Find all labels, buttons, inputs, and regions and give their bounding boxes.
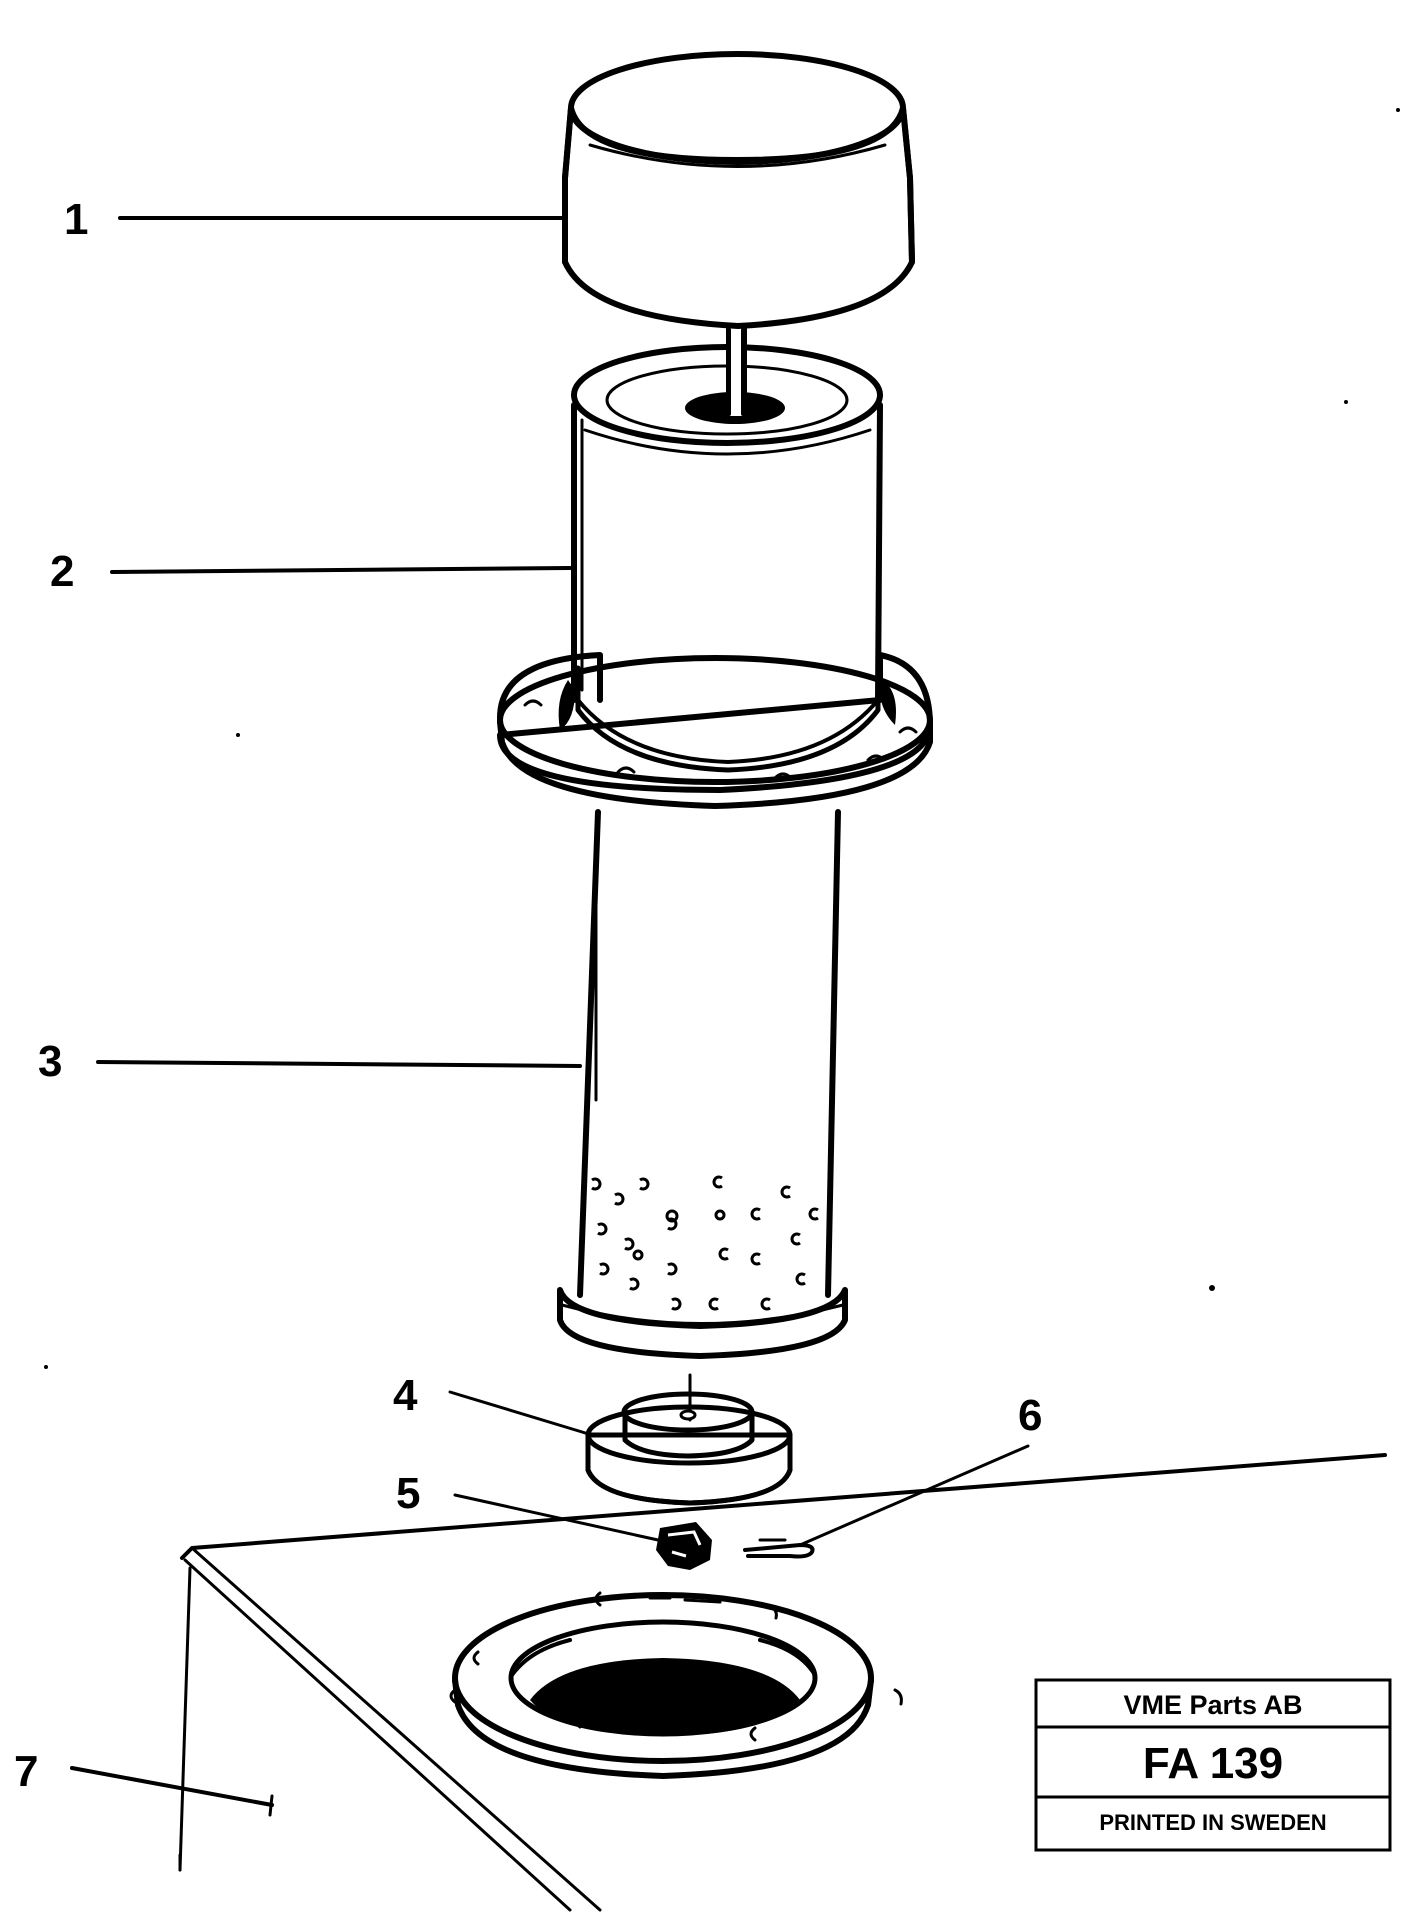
part-2-housing <box>497 328 933 809</box>
callout-3: 3 <box>38 1037 62 1086</box>
callout-7: 7 <box>14 1747 38 1796</box>
leader-7 <box>70 1766 274 1807</box>
part-1-cover <box>562 51 915 329</box>
callout-4: 4 <box>393 1371 418 1420</box>
callout-2: 2 <box>50 547 74 596</box>
leader-4 <box>448 1390 594 1437</box>
part-6-pin <box>743 1538 815 1559</box>
part-3-filter-element <box>557 809 848 1359</box>
callout-1: 1 <box>64 195 88 244</box>
callout-5: 5 <box>396 1469 420 1518</box>
leader-6 <box>798 1444 1030 1547</box>
perforation-holes <box>591 1175 819 1311</box>
title-block-company: VME Parts AB <box>1123 1690 1302 1720</box>
title-block: VME Parts AB FA 139 PRINTED IN SWEDEN <box>1034 1678 1392 1852</box>
scan-specks <box>44 108 1400 1369</box>
leader-3 <box>96 1060 582 1068</box>
part-4-seal <box>585 1373 793 1506</box>
title-block-code: FA 139 <box>1143 1739 1283 1788</box>
leader-2 <box>110 566 572 574</box>
part-5-nut <box>656 1522 712 1570</box>
callout-numbers: 1 2 3 4 5 6 7 <box>14 195 1042 1796</box>
title-block-printed: PRINTED IN SWEDEN <box>1099 1810 1326 1835</box>
part-7-tank <box>178 1453 1387 1912</box>
leader-5 <box>453 1493 660 1542</box>
leader-lines <box>70 216 1030 1817</box>
callout-6: 6 <box>1018 1391 1042 1440</box>
